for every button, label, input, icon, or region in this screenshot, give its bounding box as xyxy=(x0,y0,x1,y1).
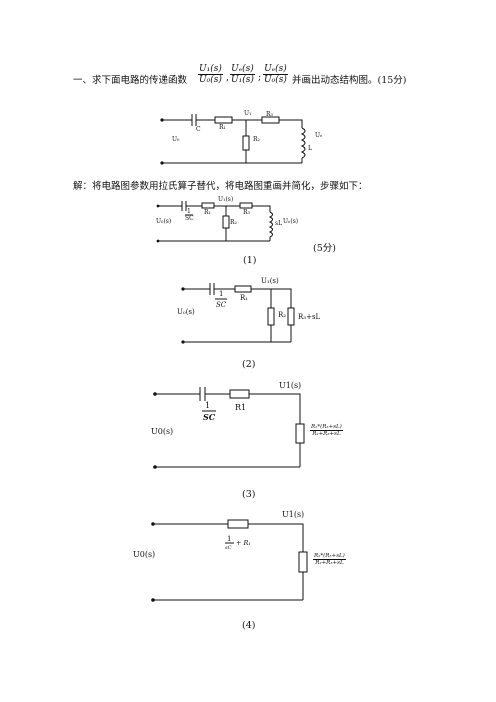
tf2-num: Uₑ(s) xyxy=(230,64,255,75)
z-den: R₂+R₃+sL xyxy=(315,560,344,566)
one-label: 1 xyxy=(227,535,232,543)
sc-label: SC xyxy=(203,412,216,422)
one-label: 1 xyxy=(219,290,224,298)
sc-label: SC xyxy=(216,301,227,309)
caption-2: (2) xyxy=(242,359,256,370)
r3sl-label: R₃+sL xyxy=(298,313,321,321)
r3-label: R₃ xyxy=(243,209,250,216)
u0s-label: U0(s) xyxy=(151,427,174,436)
tf1-den: U₀(s) xyxy=(199,75,222,85)
r1-label: R₁ xyxy=(240,294,249,302)
problem-prefix: 一、求下面电路的传递函数 xyxy=(73,75,188,86)
z-num: R₂*(R₃+sL) xyxy=(313,553,346,560)
u0s-label: U₀(s) xyxy=(177,308,195,316)
l-label: L xyxy=(308,145,312,152)
sl-label: sL xyxy=(275,220,283,227)
score-label: (5分) xyxy=(313,243,336,254)
r2-label: R₂ xyxy=(278,311,287,319)
caption-3: (3) xyxy=(242,489,256,500)
tf3-num: Uₑ(s) xyxy=(263,64,288,75)
tf-u1-over-u0: U₁(s) U₀(s) xyxy=(198,64,223,85)
z-num: R₂*(R₃+sL) xyxy=(310,424,343,431)
one-label: 1 xyxy=(205,401,211,410)
caption-4: (4) xyxy=(242,620,256,631)
tf-separator: , xyxy=(226,72,230,83)
tf-separator-2: ; xyxy=(258,72,262,83)
r1-label: R1 xyxy=(235,403,247,412)
u1s-label: U₁(s) xyxy=(218,196,234,203)
ue-label: Uₑ xyxy=(315,132,323,139)
u0-label: U₀ xyxy=(172,136,180,143)
r2-label: R₂ xyxy=(230,219,237,226)
caption-1: (1) xyxy=(243,255,257,266)
tf-ue-over-u0: Uₑ(s) U₀(s) xyxy=(263,64,288,85)
solution-text: 解：将电路图参数用拉氏算子替代，将电路图重画并简化，步骤如下： xyxy=(73,181,368,192)
ues-label: Uₑ(s) xyxy=(283,218,299,225)
tf3-den: U₀(s) xyxy=(264,75,287,85)
u1s-label: U1(s) xyxy=(279,381,302,390)
u0s-label: U₀(s) xyxy=(156,218,172,225)
u0s-label: U0(s) xyxy=(133,550,156,559)
sc-label: sC xyxy=(225,545,232,551)
r2-label: R₂ xyxy=(253,136,260,143)
tf2-den: U₁(s) xyxy=(231,75,254,85)
sc-label: SC xyxy=(185,215,194,222)
tf1-num: U₁(s) xyxy=(198,64,223,75)
one-label: 1 xyxy=(187,208,191,215)
z-den: R₂+R₃+sL xyxy=(312,431,341,437)
impedance-fraction: R₂*(R₃+sL) R₂+R₃+sL xyxy=(313,553,346,566)
problem-suffix: 并画出动态结构图。(15分) xyxy=(292,75,407,86)
u1s-label: U₁(s) xyxy=(261,277,279,285)
r1-label: R₁ xyxy=(219,124,226,131)
u1s-label: U1(s) xyxy=(282,510,305,519)
r1-label: R₁ xyxy=(204,209,211,216)
u1-node-label: U₁ xyxy=(244,110,252,117)
c-label: C xyxy=(196,126,201,133)
r3-label: R₃ xyxy=(266,111,273,118)
impedance-fraction: R₂*(R₃+sL) R₂+R₃+sL xyxy=(310,424,343,437)
tf-ue-over-u1: Uₑ(s) U₁(s) xyxy=(230,64,255,85)
plus-r1-label: + R₁ xyxy=(236,539,252,547)
